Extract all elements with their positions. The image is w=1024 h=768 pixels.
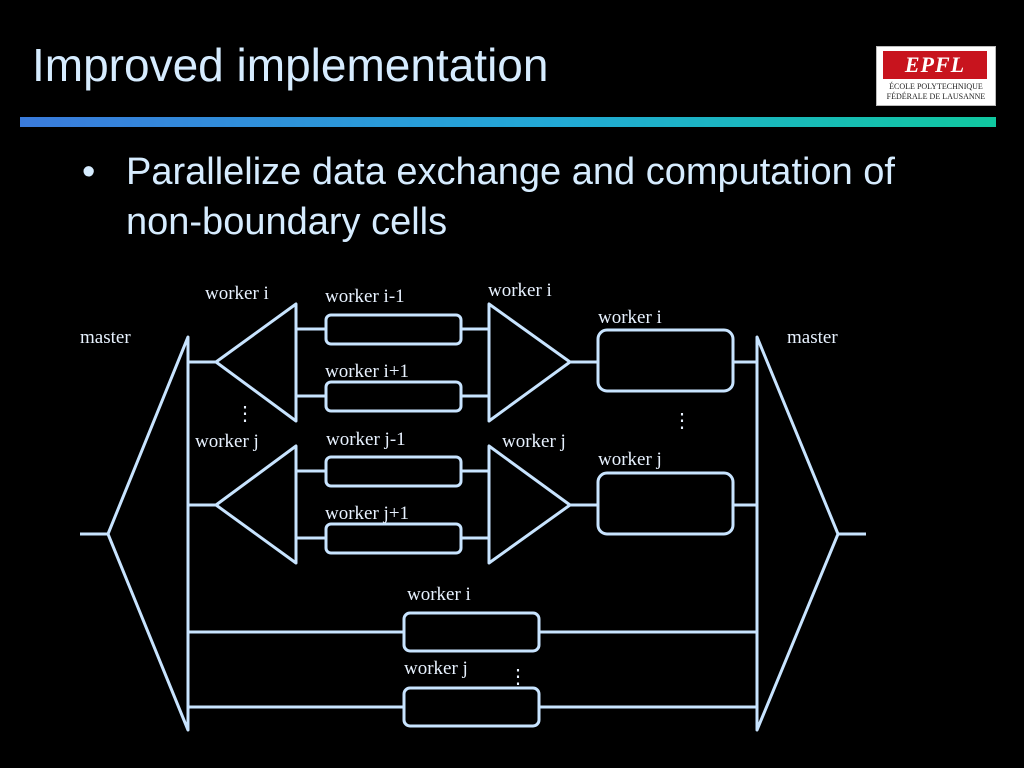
worker-j-minus-1-label: worker j-1 — [326, 429, 406, 450]
title-underline-bar — [20, 117, 996, 127]
worker-i-gather-label: worker i — [488, 280, 552, 301]
logo-mark: EPFL — [883, 51, 987, 79]
epfl-logo: EPFL ÉCOLE POLYTECHNIQUE FÉDÉRALE DE LAU… — [876, 46, 996, 106]
worker-j-scatter-label: worker j — [195, 431, 259, 452]
worker-i-plus-1-label: worker i+1 — [325, 361, 409, 382]
worker-j-plus-1-label: worker j+1 — [325, 503, 409, 524]
master-scatter-shape — [80, 335, 190, 732]
worker-j-merge-triangle — [487, 444, 572, 565]
worker-i-plus-1-box — [324, 380, 463, 413]
master-left-label: master — [80, 327, 131, 348]
master-right-label: master — [787, 327, 838, 348]
worker-j-split-triangle — [214, 444, 298, 565]
worker-j-compute-box — [596, 471, 735, 536]
worker-i-minus-1-label: worker i-1 — [325, 286, 405, 307]
worker-i-split-triangle — [214, 302, 298, 423]
ellipsis-left: ⋮ — [235, 403, 255, 425]
worker-i-compute-box — [596, 328, 735, 393]
worker-i-minus-1-box — [324, 313, 463, 346]
bullet-dot: • — [82, 151, 96, 193]
worker-j-minus-1-box — [324, 455, 463, 488]
worker-i-inner-box — [402, 611, 541, 653]
master-gather-shape — [755, 335, 866, 732]
ellipsis-bottom: ⋮ — [508, 666, 528, 688]
logo-line-2: FÉDÉRALE DE LAUSANNE — [886, 92, 986, 101]
ellipsis-right: ⋮ — [672, 410, 692, 432]
worker-i-merge-triangle — [487, 302, 572, 423]
worker-i-inner-label: worker i — [407, 584, 471, 605]
worker-j-gather-label: worker j — [502, 431, 566, 452]
worker-j-inner-box — [402, 686, 541, 728]
worker-j-compute-label: worker j — [598, 449, 662, 470]
worker-j-inner-label: worker j — [404, 658, 468, 679]
worker-i-compute-label: worker i — [598, 307, 662, 328]
worker-j-plus-1-box — [324, 522, 463, 555]
group-j — [188, 444, 757, 565]
slide-title: Improved implementation — [32, 39, 549, 91]
worker-i-scatter-label: worker i — [205, 283, 269, 304]
group-i — [188, 302, 757, 423]
inner-cells-paths — [188, 611, 757, 728]
bullet-text: Parallelize data exchange and computatio… — [126, 151, 895, 243]
logo-line-1: ÉCOLE POLYTECHNIQUE — [889, 82, 983, 91]
